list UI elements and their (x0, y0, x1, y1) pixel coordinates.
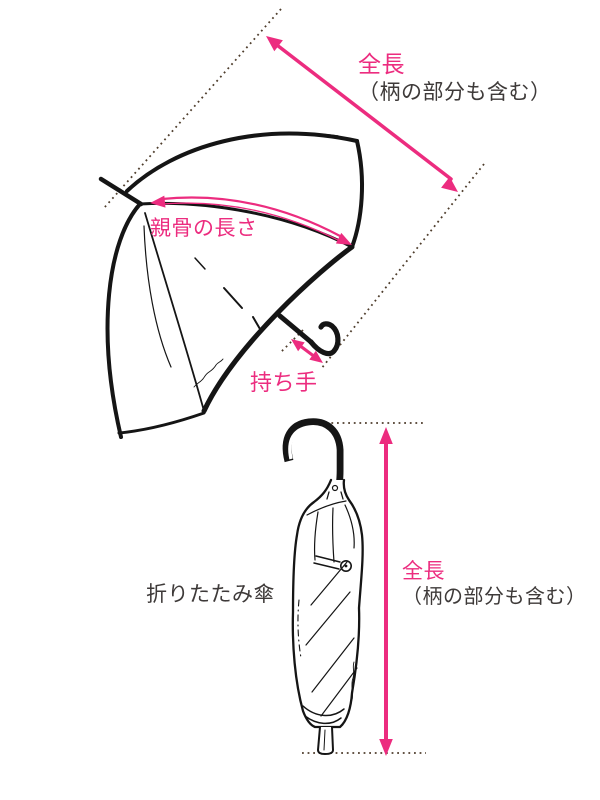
rib-length-arrow-curve-upper (160, 196, 342, 238)
dimension-arrow-lines (160, 40, 453, 742)
folded-total-length-note: （柄の部分も含む） (402, 584, 587, 609)
handle-label: 持ち手 (250, 371, 318, 396)
canopy-top-edge (125, 131, 359, 193)
umbrella-hook-handle (308, 321, 341, 357)
total-length-note: （柄の部分も含む） (358, 79, 552, 104)
total-length-arrowhead-bottom (441, 176, 458, 192)
canopy-accent-2 (223, 287, 243, 309)
folded-arrowhead-top (379, 427, 393, 444)
artist-signature-open (193, 358, 224, 388)
rib-length-arrowhead-left (150, 195, 166, 208)
folded-neck-fold-right (340, 491, 344, 500)
dimension-arrow-heads (150, 36, 458, 756)
total-length-arrow-line (271, 40, 453, 181)
rib-length-arrow-curve-lower (161, 202, 341, 242)
folded-top-gather-4 (344, 504, 355, 549)
canopy-left-rib (105, 202, 142, 439)
artist-signature-folded (351, 661, 355, 701)
folded-strap-line-1 (315, 555, 341, 563)
total-length-arrowhead-top (266, 36, 283, 52)
folded-umbrella-caption: 折りたたみ傘 (146, 582, 275, 606)
folded-hook-core (288, 425, 337, 493)
umbrella-shaft (277, 313, 314, 345)
canopy-right-rib (350, 139, 364, 249)
folded-runner-knob (331, 484, 339, 492)
handle-arrowhead-left (291, 339, 305, 352)
total-length-label: 全長 （柄の部分も含む） (358, 52, 552, 105)
rib-length-arrowhead-right (335, 232, 352, 245)
folded-strap-line-2 (313, 562, 340, 570)
canopy-middle-rib (144, 212, 205, 412)
umbrella-ferrule (98, 176, 144, 207)
canopy-inner-rib (143, 225, 172, 368)
folded-top-gather-2 (314, 511, 319, 561)
folded-hem-wrinkle-2 (304, 715, 342, 725)
folded-arrowhead-bottom (379, 739, 393, 756)
folded-body-outline (291, 478, 364, 729)
folded-top-gather-1 (306, 500, 347, 516)
folded-umbrella-sketch (282, 418, 364, 755)
handle-arrowhead-right (309, 350, 323, 363)
extension-line-tip (103, 8, 282, 209)
rib-length-label: 親骨の長さ (150, 216, 258, 240)
folded-opening-dashed (297, 599, 302, 659)
folded-wrap-fold-2 (305, 591, 351, 646)
total-length-title: 全長 (358, 52, 405, 78)
folded-wrap-fold-1 (310, 561, 348, 606)
open-umbrella-sketch (98, 131, 364, 439)
folded-tip-shade (323, 729, 326, 751)
folded-total-length-title: 全長 (402, 559, 445, 583)
canopy-accent-1 (194, 257, 206, 270)
folded-tip (317, 726, 334, 755)
canopy-top-edge-echo (204, 132, 339, 147)
folded-wrap-fold-3 (311, 637, 355, 693)
guide-dotted-lines (103, 8, 485, 754)
folded-strap-button-dot (344, 564, 348, 568)
folded-hem-wrinkle-1 (302, 705, 345, 717)
canopy-lower-edge (201, 244, 355, 414)
canopy-bottom-scallop (117, 411, 206, 435)
folded-neck-fold-left (326, 491, 330, 500)
folded-total-length-label: 全長 （柄の部分も含む） (402, 559, 587, 608)
handle-arrow-line (297, 343, 317, 359)
extension-line-handle-end (320, 163, 485, 370)
folded-top-gather-3 (331, 507, 335, 563)
canopy-spur (252, 316, 261, 330)
folded-wrap-fold-4 (320, 667, 358, 717)
